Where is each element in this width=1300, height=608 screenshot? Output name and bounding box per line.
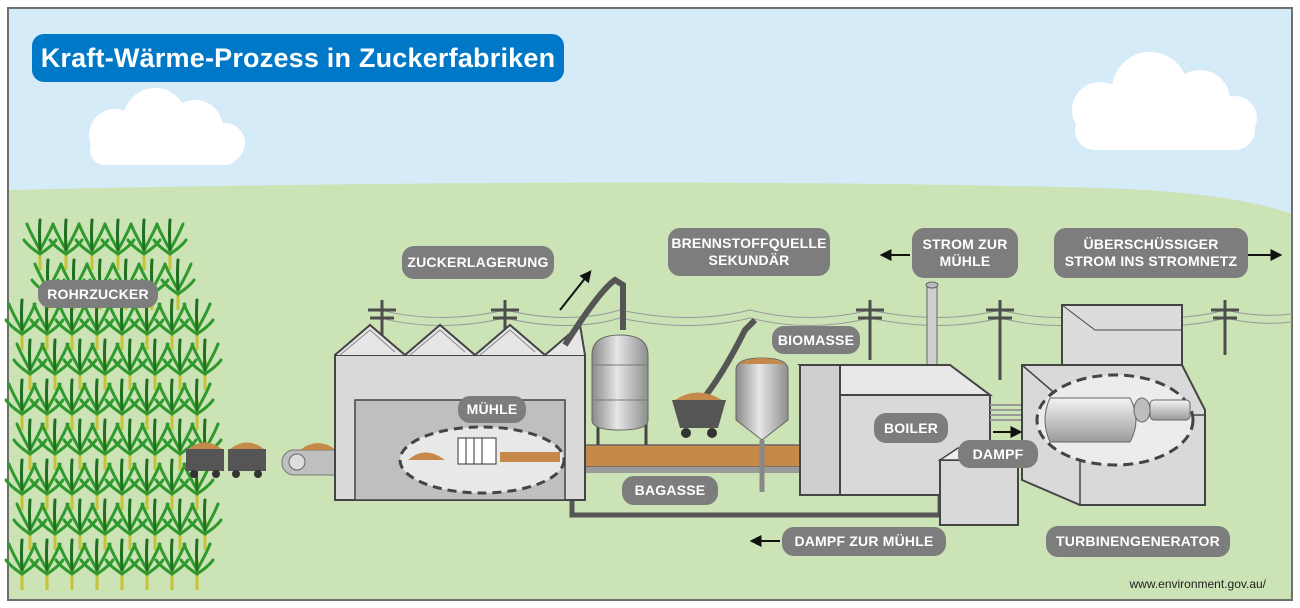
sugarcane-plant <box>74 218 110 270</box>
sugarcane-plant <box>54 538 90 590</box>
sugarcane-plant <box>12 338 48 390</box>
sugarcane-plant <box>54 378 90 430</box>
sugarcane-plant <box>129 458 165 510</box>
label-turbinengenerator: TURBINENGENERATOR <box>1046 526 1230 557</box>
label-zuckerlagerung: ZUCKERLAGERUNG <box>402 246 554 279</box>
sugarcane-plant <box>152 218 188 270</box>
sugarcane-plant <box>62 338 98 390</box>
sugarcane-plant <box>12 498 48 550</box>
label-dampf-zur-muehle: DAMPF ZUR MÜHLE <box>782 527 946 556</box>
sugarcane-plant <box>4 458 40 510</box>
sugar-storage-tank <box>591 334 649 445</box>
sugarcane-plant <box>62 498 98 550</box>
sugar-arrow <box>559 270 592 311</box>
sugarcane-plant <box>29 458 65 510</box>
label-rohrzucker: ROHRZUCKER <box>38 280 158 308</box>
sugarcane-plant <box>29 378 65 430</box>
power-poles <box>368 300 1239 380</box>
biomass-tank <box>672 317 789 492</box>
sugarcane-plant <box>22 218 58 270</box>
label-brennstoffquelle: BRENNSTOFFQUELLE SEKUNDÄR <box>668 228 830 276</box>
label-biomasse: BIOMASSE <box>772 326 860 354</box>
sugarcane-plant <box>179 298 215 350</box>
sugarcane-plant <box>29 298 65 350</box>
source-credit: www.environment.gov.au/ <box>1129 577 1266 591</box>
sugarcane-plant <box>79 458 115 510</box>
label-ueberschuss-strom: ÜBERSCHÜSSIGER STROM INS STROMNETZ <box>1054 228 1248 278</box>
label-dampf: DAMPF <box>958 440 1038 468</box>
label-strom-zur-muehle: STROM ZUR MÜHLE <box>912 228 1018 278</box>
sugarcane-plant <box>187 498 223 550</box>
sugarcane-plant <box>126 218 162 270</box>
sugarcane-plant <box>162 418 198 470</box>
sugarcane-plant <box>160 258 196 310</box>
sugarcane-plant <box>179 538 215 590</box>
page-title: Kraft-Wärme-Prozess in Zuckerfabriken <box>32 34 564 82</box>
turbine-building <box>1021 304 1206 506</box>
sugarcane-plant <box>48 218 84 270</box>
label-boiler: BOILER <box>874 413 948 443</box>
bagasse-carts <box>186 442 266 478</box>
steam-pipes <box>990 404 1022 421</box>
sugarcane-field <box>4 218 223 590</box>
sugar-pipe <box>562 276 626 347</box>
cloud-left <box>89 88 245 165</box>
sugarcane-plant <box>4 378 40 430</box>
label-muehle: MÜHLE <box>458 396 526 423</box>
sugarcane-plant <box>162 498 198 550</box>
sugarcane-plant <box>79 538 115 590</box>
label-bagasse: BAGASSE <box>622 476 718 505</box>
sugarcane-plant <box>137 498 173 550</box>
sugarcane-plant <box>12 418 48 470</box>
sugarcane-plant <box>62 418 98 470</box>
sugarcane-plant <box>179 378 215 430</box>
sugarcane-plant <box>87 418 123 470</box>
sugarcane-plant <box>187 338 223 390</box>
cloud-right <box>1072 52 1257 150</box>
